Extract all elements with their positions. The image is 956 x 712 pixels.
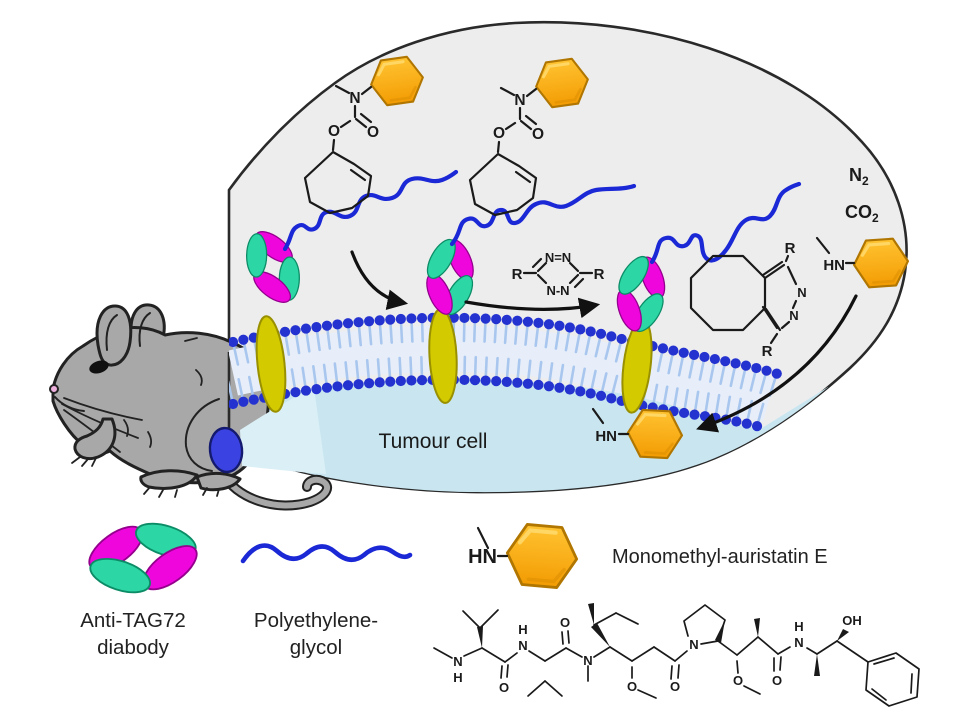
mmae-chemical-structure: N H O H N O N O O N O O H N OH xyxy=(433,603,920,707)
legend-peg-icon xyxy=(240,543,413,564)
mmae-atom-o6: O xyxy=(772,673,782,688)
mouse-toes xyxy=(71,456,97,467)
cytoplasm xyxy=(229,379,890,493)
mmae-atom-o5: O xyxy=(733,673,743,688)
legend-diabody-caption-2: diabody xyxy=(97,636,170,659)
mouse-tail-fill xyxy=(218,468,331,509)
mouse-front-leg xyxy=(73,417,117,461)
click-reaction-arrow xyxy=(464,297,601,319)
mmae-atom-n1: N xyxy=(453,654,462,669)
tumor xyxy=(208,426,244,474)
mouse-ear-front xyxy=(95,304,133,367)
mouse-hind-foot2 xyxy=(195,471,242,492)
carbamate-o-carbonyl-label: O xyxy=(367,124,379,141)
membrane-band xyxy=(229,325,776,423)
tumour-cell-label: Tumour cell xyxy=(379,430,488,453)
carbamate-n-label: N xyxy=(349,90,360,107)
mmae-atom-n2: N xyxy=(518,638,527,653)
tag72-antigen-1 xyxy=(255,315,287,413)
mouse-eye xyxy=(89,360,109,374)
n2-label: N2 xyxy=(849,165,869,188)
mouse-nose xyxy=(49,384,59,394)
mmae-internalized: HN xyxy=(591,407,685,461)
cyclooctane-pyridazine-product: R N N R xyxy=(689,240,807,360)
mmae-atom-h3: H xyxy=(794,619,803,634)
mmae-atom-o3: O xyxy=(627,679,637,694)
legend-mmae-caption: Monomethyl-auristatin E xyxy=(612,546,828,568)
binding-arrow xyxy=(350,250,409,311)
hn-internal-label: HN xyxy=(595,428,617,445)
tag72-antigens xyxy=(255,308,653,414)
mouse-ear-inner-line xyxy=(105,314,118,351)
mmae-atom-oh: OH xyxy=(842,613,862,628)
mmae-wedge-bonds xyxy=(477,603,849,676)
mouse-toes-hind xyxy=(143,486,220,498)
mouse-hind-foot xyxy=(139,469,199,490)
product-n-upper: N xyxy=(797,285,806,300)
mouse-haunch-line xyxy=(184,398,220,472)
legend-mmae-icon: HN xyxy=(468,523,579,589)
product-r-top: R xyxy=(785,240,796,257)
legend-mmae-hexagon xyxy=(505,523,580,589)
tetrazine-r-right: R xyxy=(594,266,605,283)
magnifier-cone xyxy=(240,388,326,474)
tco-mmae-conjugate-structure: N O O xyxy=(303,53,428,215)
peg-chain-1 xyxy=(282,169,459,252)
legend-peg-caption-1: Polyethylene- xyxy=(254,609,378,632)
legend-hn-label: HN xyxy=(468,546,497,568)
co2-label: CO2 xyxy=(845,202,879,225)
product-n-lower: N xyxy=(789,308,798,323)
drug-internalization-arrow xyxy=(696,294,858,433)
legend-diabody-icon xyxy=(76,507,210,609)
mmae-atom-o2: O xyxy=(560,615,570,630)
mmae-atom-n4: N xyxy=(689,637,698,652)
peg-chain-2 xyxy=(449,183,637,247)
peg-chain-3 xyxy=(649,181,802,265)
mmae-released: HN xyxy=(815,236,912,290)
mmae-atom-h2: H xyxy=(518,622,527,637)
legend-diabody-caption-1: Anti-TAG72 xyxy=(80,609,186,632)
product-r-bottom: R xyxy=(762,343,773,360)
tetrazine-top-label: N=N xyxy=(545,250,571,265)
mmae-atom-n5: N xyxy=(794,635,803,650)
mmae-atom-o1: O xyxy=(499,680,509,695)
mmae-atom-n3: N xyxy=(583,653,592,668)
mmae-atom-o4: O xyxy=(670,679,680,694)
legend-peg-caption-2: glycol xyxy=(290,636,342,659)
carbamate-o-ester-label: O xyxy=(328,123,340,140)
tetrazine-structure: N=N N-N R R xyxy=(512,250,605,298)
mouse-fur-ticks xyxy=(123,337,203,448)
mouse-ear-inner-line2 xyxy=(138,312,151,347)
mmae-atom-h1: H xyxy=(453,670,462,685)
tetrazine-r-left: R xyxy=(512,266,523,283)
tetrazine-bottom-label: N-N xyxy=(546,283,569,298)
hn-free-label: HN xyxy=(823,257,845,274)
